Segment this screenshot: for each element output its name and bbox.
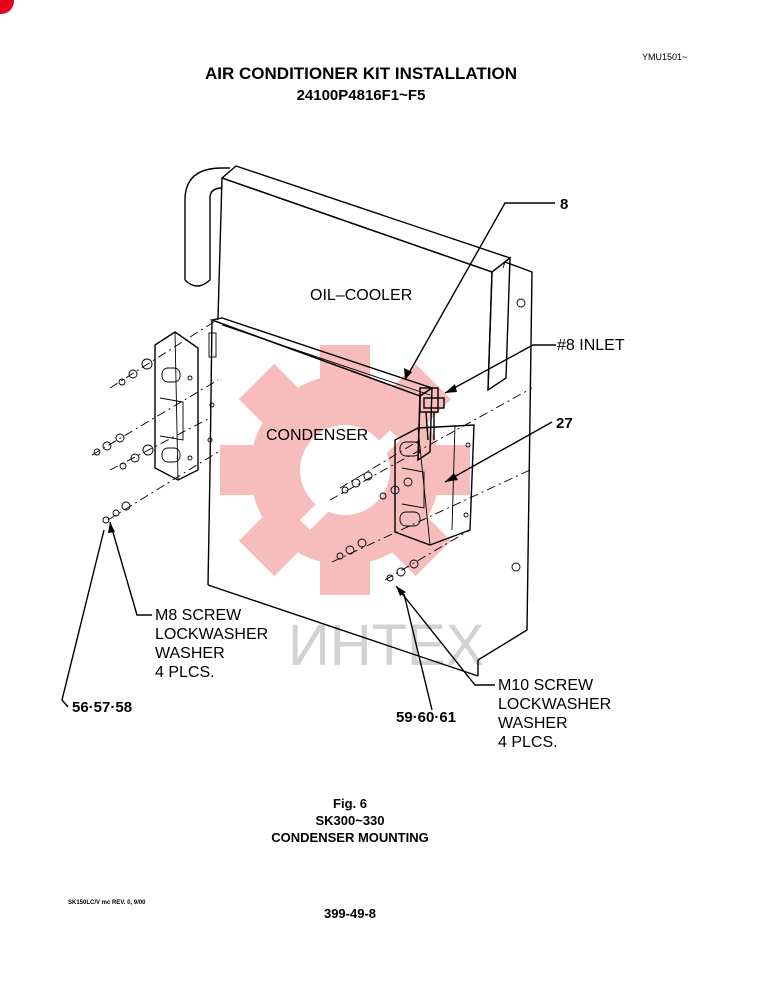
rear-frame bbox=[477, 261, 533, 661]
m10-part-numbers: 59·60·61 bbox=[396, 709, 456, 726]
m8-line-1: M8 SCREW bbox=[155, 607, 242, 624]
m8-line-3: WASHER bbox=[155, 645, 225, 662]
pipe bbox=[184, 167, 230, 287]
oil-cooler-label: OIL–COOLER bbox=[310, 287, 412, 304]
radiator-panel bbox=[207, 469, 479, 677]
part-number: 24100P4816F1~F5 bbox=[296, 87, 426, 104]
callout-inlet: #8 INLET bbox=[557, 337, 625, 354]
m8-line-2: LOCKWASHER bbox=[155, 626, 268, 643]
footer-revision: SK150LC/V mc REV. 0, 9/00 bbox=[68, 900, 146, 906]
right-fasteners bbox=[336, 471, 419, 582]
m10-line-4: 4 PLCS. bbox=[498, 734, 558, 751]
watermark-gear-icon bbox=[220, 345, 470, 595]
fastener-axes bbox=[91, 317, 533, 581]
m10-line-3: WASHER bbox=[498, 715, 568, 732]
left-fasteners bbox=[93, 358, 154, 524]
page-title: AIR CONDITIONER KIT INSTALLATION bbox=[205, 64, 517, 83]
callout-m10-group: M10 SCREW LOCKWASHER WASHER 4 PLCS. bbox=[498, 677, 611, 751]
condenser-label: CONDENSER bbox=[266, 427, 368, 444]
m10-line-1: M10 SCREW bbox=[498, 677, 594, 694]
figure-number: Fig. 6 bbox=[333, 796, 367, 811]
leader-lines bbox=[61, 202, 556, 711]
document-code: YMU1501~ bbox=[642, 52, 688, 62]
m8-part-numbers: 56·57·58 bbox=[72, 699, 132, 716]
callout-item-8: 8 bbox=[560, 196, 568, 213]
figure-title: CONDENSER MOUNTING bbox=[271, 830, 429, 845]
left-bracket bbox=[154, 331, 199, 481]
callout-m8-group: M8 SCREW LOCKWASHER WASHER 4 PLCS. bbox=[155, 607, 268, 681]
inlet-fitting bbox=[419, 387, 445, 441]
m8-line-4: 4 PLCS. bbox=[155, 664, 215, 681]
oil-cooler: OIL–COOLER bbox=[217, 165, 512, 392]
figure-model: SK300~330 bbox=[315, 813, 385, 828]
callout-item-27: 27 bbox=[556, 415, 573, 432]
page-number: 399-49-8 bbox=[323, 906, 377, 921]
m10-line-2: LOCKWASHER bbox=[498, 696, 611, 713]
